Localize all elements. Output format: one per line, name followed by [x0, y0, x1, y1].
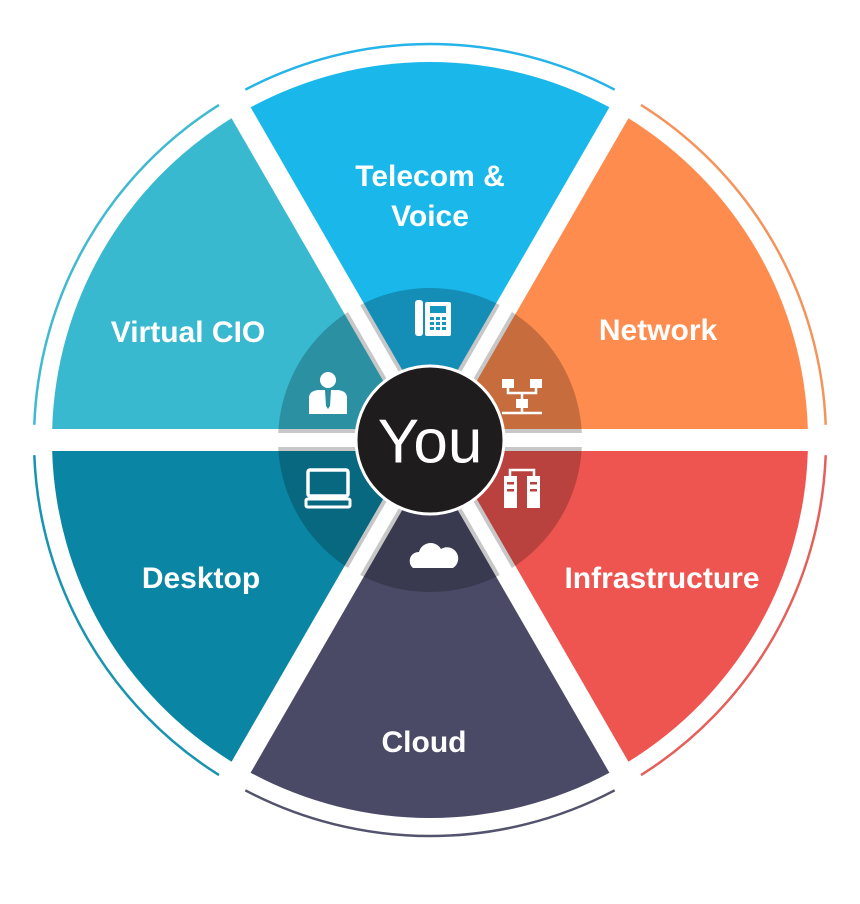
- rim-arc-infrastructure: [640, 455, 827, 777]
- center-circle: [354, 364, 506, 516]
- rim-arc-network: [640, 103, 827, 425]
- rim-arc-telecom: [244, 42, 616, 91]
- label-infrastructure: Infrastructure: [564, 562, 759, 595]
- label-desktop-line: Desktop: [142, 562, 260, 595]
- segment-network: [449, 118, 808, 429]
- label-telecom-line: Telecom &: [355, 160, 505, 193]
- label-telecom: Telecom & Voice: [355, 160, 505, 233]
- segment-infrastructure: [449, 451, 808, 762]
- label-desktop: Desktop: [142, 562, 260, 595]
- label-virtual-cio-line: Virtual CIO: [111, 316, 265, 349]
- desk-phone-icon: [415, 300, 451, 336]
- rim-arc-cloud: [244, 789, 616, 838]
- label-network: Network: [599, 314, 718, 347]
- computer-icon: [304, 468, 352, 509]
- label-infrastructure-line: Infrastructure: [564, 562, 759, 595]
- segment-icons: [304, 300, 542, 568]
- rim-arc-desktop: [33, 455, 220, 777]
- servers-icon: [504, 468, 540, 508]
- person-icon: [309, 372, 347, 414]
- segment-labels: Telecom & VoiceNetworkInfrastructureCloud…: [111, 160, 760, 759]
- segment-telecom: [250, 61, 610, 418]
- segment-desktop: [52, 451, 411, 762]
- outer-rim: [33, 42, 827, 838]
- segment-virtual-cio: [52, 118, 411, 429]
- network-icon: [502, 379, 542, 415]
- center-hub: You: [354, 364, 506, 516]
- label-network-line: Network: [599, 314, 718, 347]
- wheel-segments: [52, 61, 808, 818]
- label-telecom-line: Voice: [391, 200, 469, 233]
- label-cloud: Cloud: [382, 726, 467, 759]
- label-virtual-cio: Virtual CIO: [111, 316, 265, 349]
- segment-cloud: [250, 462, 610, 818]
- cloud-icon: [409, 543, 459, 568]
- rim-arc-virtual-cio: [33, 103, 220, 425]
- label-cloud-line: Cloud: [382, 726, 467, 759]
- center-label: You: [378, 408, 483, 477]
